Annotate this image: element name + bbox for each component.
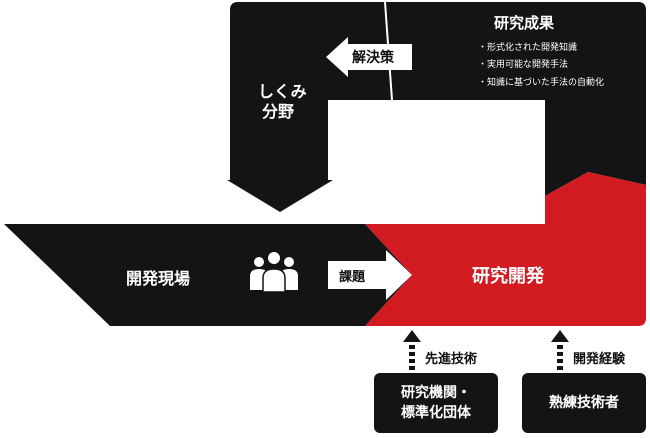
research-results-bullet-3: ・知識に基づいた手法の自動化: [478, 78, 605, 88]
solution-label: 解決策: [352, 50, 394, 66]
dev-site-label: 開発現場: [126, 269, 191, 288]
research-results-title: 研究成果: [494, 14, 555, 32]
shikumi-region: [227, 2, 392, 212]
dev-site-region: [4, 224, 412, 326]
problem-arrow: [328, 250, 412, 300]
solution-arrow: [326, 37, 412, 77]
shikumi-label-line1: しくみ: [258, 82, 307, 101]
research-results-bullet-1: ・形式化された開発知識: [478, 43, 578, 53]
shikumi-label-line2: 分野: [262, 102, 295, 121]
rnd-label: 研究開発: [472, 266, 544, 287]
research-results-region: [385, 2, 646, 196]
dev-experience-arrow: [551, 330, 569, 370]
advanced-tech-label: 先進技術: [425, 352, 478, 367]
people-group-icon: [250, 252, 298, 293]
research-org-box: 研究機関・ 標準化団体: [374, 373, 498, 433]
dev-experience-label: 開発経験: [573, 352, 626, 367]
advanced-tech-arrow: [403, 330, 421, 370]
experts-box: 熟練技術者: [522, 373, 646, 433]
research-org-line1: 研究機関・: [401, 385, 471, 401]
research-org-line2: 標準化団体: [401, 405, 471, 421]
problem-label: 課題: [339, 270, 366, 285]
rnd-region: [365, 172, 646, 326]
research-results-bullet-2: ・実用可能な開発手法: [478, 60, 569, 70]
experts-label: 熟練技術者: [549, 395, 619, 411]
